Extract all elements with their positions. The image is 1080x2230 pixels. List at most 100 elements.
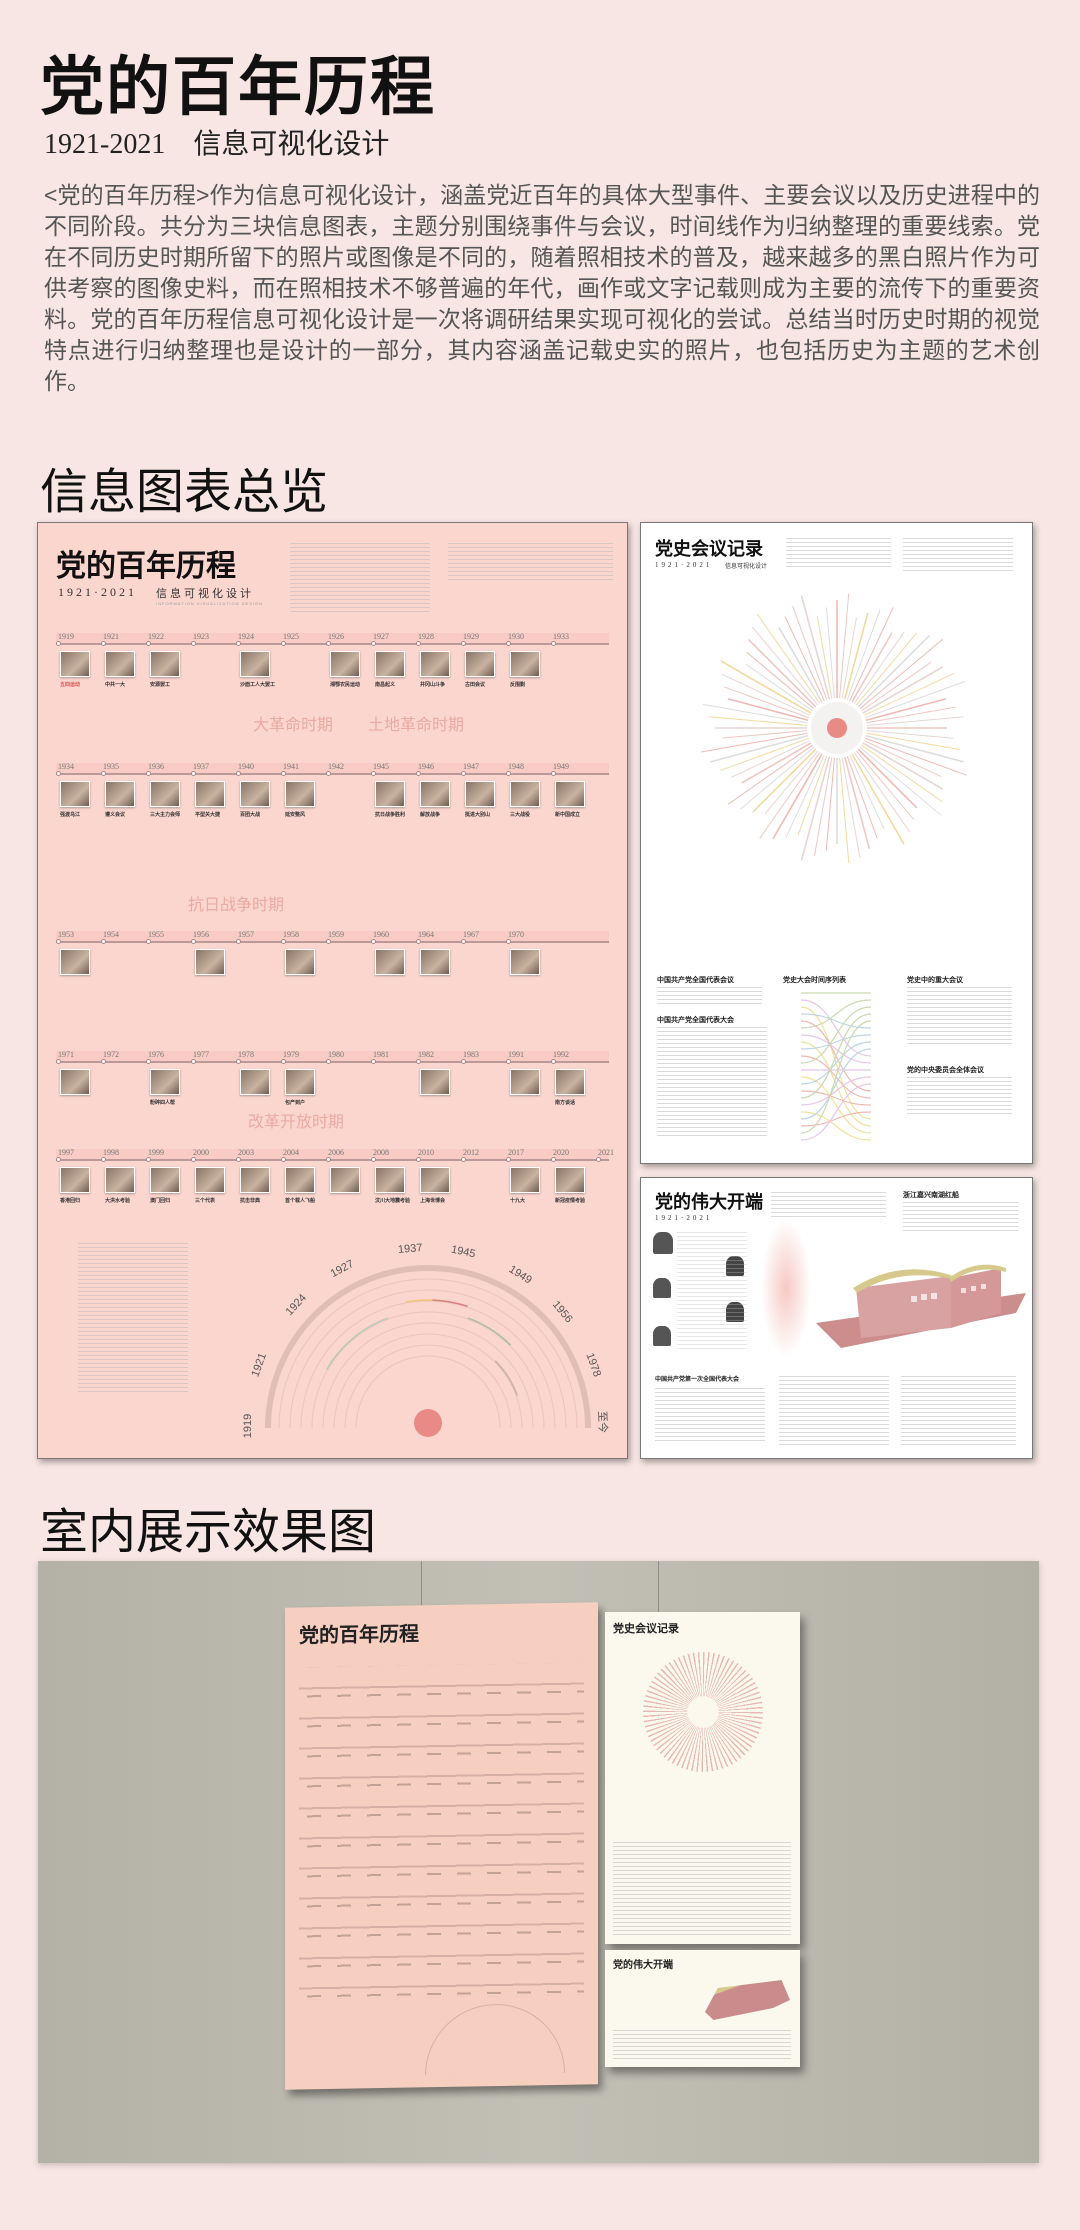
event-photo [285,1167,315,1193]
timeline-year: 1948 [508,762,524,771]
meeting-ray [866,732,960,751]
timeline-year: 1947 [463,762,479,771]
timeline-year: 1972 [103,1050,119,1059]
event-photo [195,781,225,807]
sequence-flow-line [800,999,872,1057]
portrait [653,1326,671,1346]
arc-period-segment [326,1317,389,1370]
event-photo [150,781,180,807]
section-title: 党史中的重大会议 [907,977,963,984]
meeting-ray [861,744,943,803]
timeline-tick [461,1059,466,1064]
meeting-ray [701,732,808,753]
event-photo [465,781,495,807]
timeline-year: 1976 [148,1050,164,1059]
timeline-year: 1946 [418,762,434,771]
mini-title: 党的百年历程 [299,1623,419,1648]
timeline-tick [191,771,196,776]
event-label: 抗击非典 [240,1198,261,1204]
timeline-tick [371,641,376,646]
meeting-ray [863,740,942,778]
meeting-ray [846,609,881,700]
timeline-tick [281,1059,286,1064]
event-photo [105,781,135,807]
event-photo [420,651,450,677]
timeline-tick [281,641,286,646]
event-label: 澳门回归 [150,1198,171,1204]
timeline-year: 1936 [148,762,164,771]
timeline-year: 2003 [238,1148,254,1157]
mini-title: 党的伟大开端 [613,1960,673,1971]
meeting-ray [748,639,817,708]
arc-ring [289,1289,567,1429]
timeline-year: 1991 [508,1050,524,1059]
timeline-year: 2006 [328,1148,344,1157]
meeting-ray [756,613,821,704]
timeline-year: 1935 [103,762,119,771]
event-photo [60,651,90,677]
event-label: 百团大战 [240,812,261,818]
timeline-year: 1967 [463,930,479,939]
meeting-ray [862,742,944,790]
event-photo [375,1167,405,1193]
timeline-tick [191,641,196,646]
timeline-tick [596,1157,601,1162]
timeline-year: 1941 [283,762,299,771]
meeting-ray [861,661,932,712]
meeting-ray [741,742,812,784]
meeting-ray [702,703,808,724]
timeline-year: 1923 [193,632,209,641]
text-block [677,1232,747,1352]
timeline-year: 1956 [193,930,209,939]
event-photo [375,651,405,677]
sequence-flow-line [800,1076,872,1134]
event-photo [195,1167,225,1193]
meeting-ray [800,595,831,700]
timeline-year: 1942 [328,762,344,771]
meeting-ray [720,660,812,714]
timeline-tick [551,641,556,646]
timeline-tick [56,1157,61,1162]
timeline-year: 1919 [58,632,74,641]
poster1-text-block [290,543,430,613]
poster1-subtitle: 信息可视化设计 [156,588,254,600]
event-photo [60,781,90,807]
meeting-ray [865,737,967,776]
timeline-year: 2017 [508,1148,524,1157]
timeline-year: 1981 [373,1050,389,1059]
timeline-tick [101,1157,106,1162]
meeting-ray [745,663,813,712]
event-label: 平型关大捷 [195,812,221,818]
poster2-years: 1921·2021 [655,561,713,569]
timeline-year: 1927 [373,632,389,641]
overview-heading: 信息图表总览 [40,466,329,519]
hanging-wire [421,1561,422,1621]
sequence-flow-line [800,1048,872,1120]
timeline-tick [506,1059,511,1064]
timeline-tick [281,1157,286,1162]
meeting-ray [727,697,809,722]
meeting-ray [865,697,947,722]
portrait [726,1256,744,1276]
meeting-ray [746,651,815,710]
timeline-year: 2020 [553,1148,569,1157]
timeline-year: 1960 [373,930,389,939]
meeting-ray [752,748,817,813]
timeline-axis [56,941,609,943]
timeline-year: 1954 [103,930,119,939]
section-title: 党的中央委员会全体会议 [907,1067,984,1074]
timeline-year: 1926 [328,632,344,641]
event-label: 香港回归 [60,1198,81,1204]
timeline-year: 1982 [418,1050,434,1059]
arc-year-label: 至今 [595,1410,609,1434]
timeline-tick [56,771,61,776]
event-label: 延安整风 [285,812,306,818]
poster1-subtitle-en: INFORMATION VISUALIZATION DESIGN [156,601,263,606]
event-photo [375,949,405,975]
year-range: 1921-2021 [44,129,166,160]
timeline-year: 1940 [238,762,254,771]
event-photo [105,651,135,677]
meeting-ray [855,750,915,821]
timeline-year: 1959 [328,930,344,939]
meeting-ray [722,730,808,739]
